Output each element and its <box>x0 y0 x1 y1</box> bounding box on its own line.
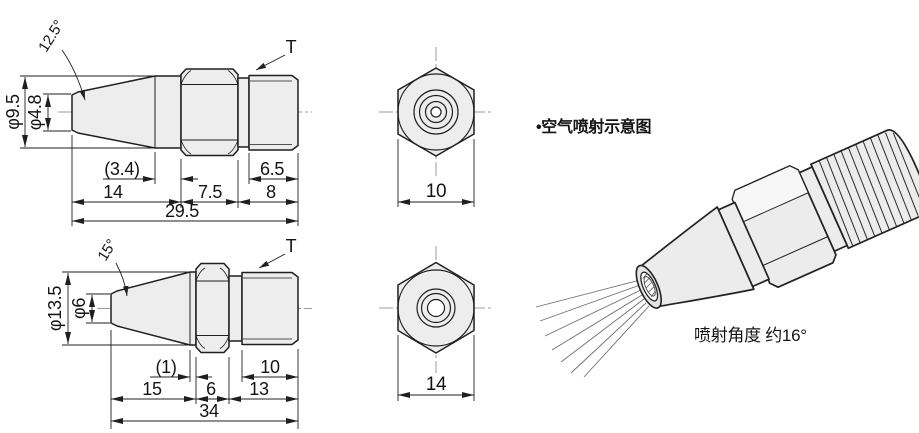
cone-3d <box>639 206 755 308</box>
spray-lines <box>535 279 650 378</box>
orifice-circle <box>426 298 446 318</box>
hex-chamfer-arcs <box>180 70 239 155</box>
ext-lines-outer-dia <box>20 75 153 149</box>
tip-dia-label: φ6 <box>69 298 89 319</box>
tip-dia-label: φ4.8 <box>25 94 45 130</box>
dim-nose-label: 15 <box>142 379 162 399</box>
thread-ridges <box>818 132 919 246</box>
hex-nut-profile <box>195 262 230 354</box>
dim-total-label: 34 <box>199 401 219 421</box>
dim-thread-label: 6.5 <box>260 159 284 179</box>
thread-3d <box>810 129 919 250</box>
thread-root-lines <box>250 80 292 145</box>
bore-hatch-lines <box>642 273 656 297</box>
illustration-heading: •空气喷射示意图 <box>536 117 651 136</box>
bottom-side-view: φ13.5 φ6 15° T (1) 10 15 6 13 34 <box>45 236 312 429</box>
dim-hex-label: 7.5 <box>198 182 222 202</box>
thread-leader <box>258 253 286 269</box>
bore-circle <box>418 94 454 130</box>
top-side-view: φ9.5 φ4.8 12.5° T (3.4) 6.5 14 7.5 8 29.… <box>3 17 312 226</box>
spray-angle-caption: 喷射角度 约16° <box>694 326 807 345</box>
thread-profile <box>241 271 299 346</box>
extension-lines <box>71 135 299 226</box>
bore-circle <box>420 292 452 324</box>
air-jet-lines <box>535 279 650 378</box>
collar-profile <box>237 77 250 148</box>
thread-profile <box>248 74 299 151</box>
taper-angle-leader <box>61 49 86 101</box>
ext-lines-tip-dia <box>43 93 71 132</box>
hex-face-edges <box>196 280 229 336</box>
hex-face-edges <box>181 84 238 141</box>
inscribed-circle <box>397 269 475 347</box>
nozzle-nose-profile <box>110 271 197 346</box>
tip-face-circle <box>413 89 459 135</box>
extension-lines <box>397 335 475 401</box>
dim-total-label: 29.5 <box>165 201 199 221</box>
hex-facet-edge <box>761 236 829 267</box>
taper-angle-leader <box>115 262 129 297</box>
bottom-end-view: 14 <box>379 246 493 401</box>
collar-profile <box>228 275 243 342</box>
thread-leader <box>255 54 286 71</box>
dim-flats-label: 10 <box>426 181 447 202</box>
orifice-circle <box>430 106 442 118</box>
thread-label: T <box>286 37 297 57</box>
dim-nose-label: 14 <box>103 182 123 202</box>
spray-illustration: •空气喷射示意图 喷射角度 约16° <box>535 117 919 378</box>
thread-label: T <box>286 236 297 256</box>
taper-angle-label: 12.5° <box>35 17 67 55</box>
outer-dia-label: φ9.5 <box>3 94 23 130</box>
tip-face-circle <box>416 288 456 328</box>
dim-ref-label: (1) <box>155 357 176 377</box>
taper-angle-label: 15° <box>94 236 120 264</box>
outer-dia-label: φ13.5 <box>45 286 65 331</box>
dim-rear-label: 8 <box>266 182 276 202</box>
top-end-view: 10 <box>379 47 493 207</box>
dim-thread-label: 10 <box>260 357 280 377</box>
hole-chamfer-circle <box>424 100 448 124</box>
thread-root-lines <box>243 277 292 340</box>
extension-lines <box>397 139 475 207</box>
ext-lines-tip-dia <box>86 293 110 324</box>
dim-rear-label: 13 <box>249 379 269 399</box>
nozzle-3d <box>635 129 919 309</box>
ext-lines-outer-dia <box>62 271 188 346</box>
extension-lines <box>110 330 299 429</box>
hex-chamfer-arcs <box>195 267 230 349</box>
nozzle-nose-profile <box>71 75 182 149</box>
dim-flats-label: 14 <box>426 374 447 395</box>
dim-ref-label: (3.4) <box>104 159 140 179</box>
dim-hex-label: 6 <box>206 379 216 399</box>
hex-nut-profile <box>180 68 239 157</box>
inscribed-circle <box>397 73 475 151</box>
